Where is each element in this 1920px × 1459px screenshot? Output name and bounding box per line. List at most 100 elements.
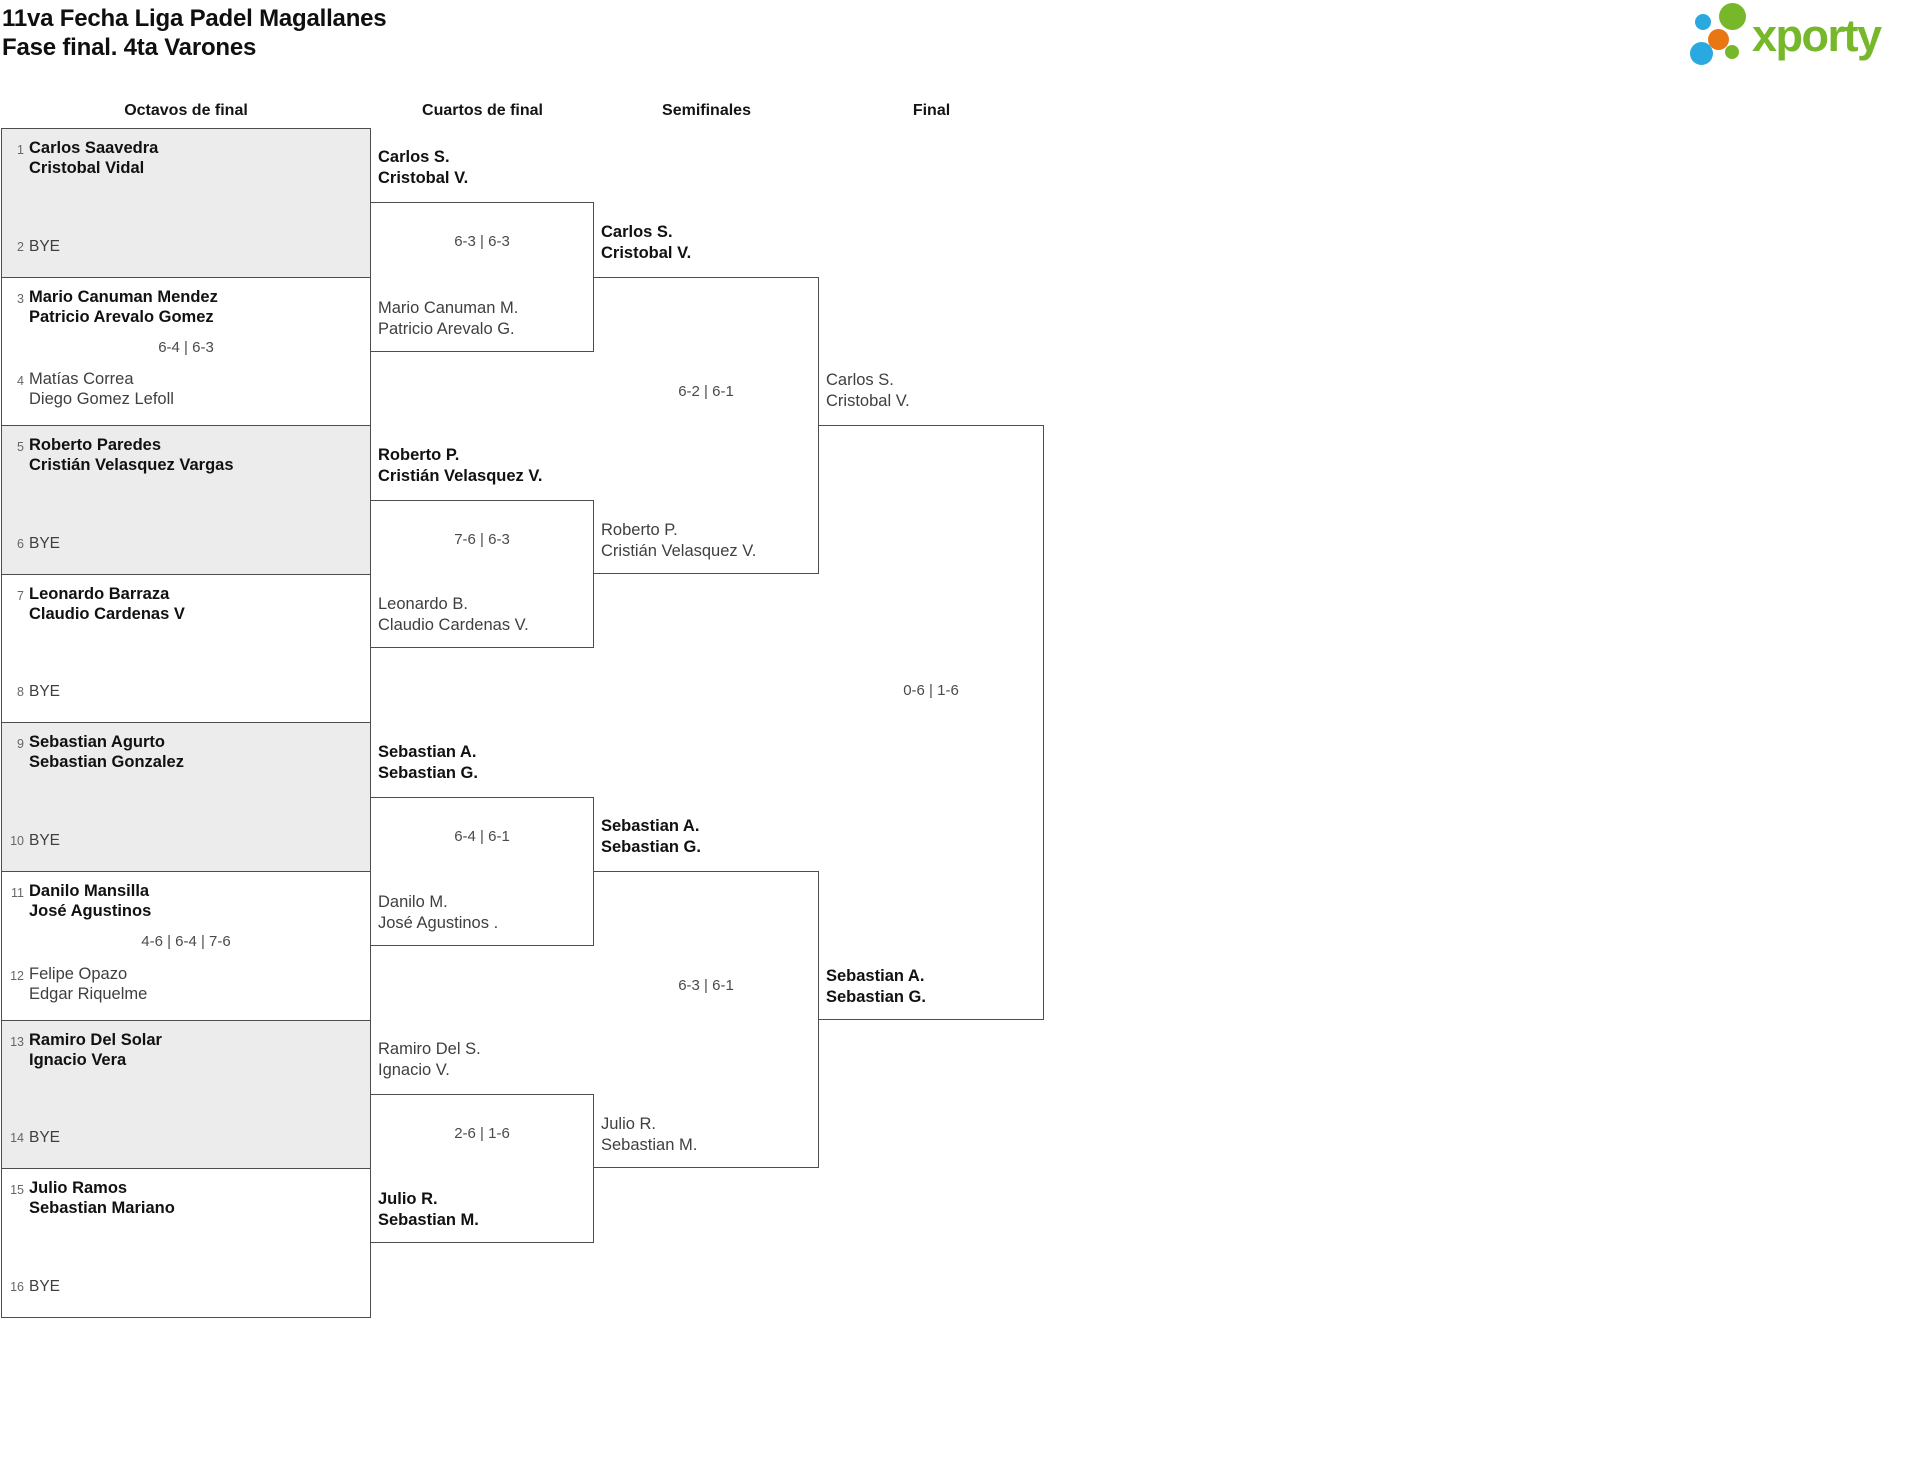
player-name: Cristián Velasquez V.: [378, 467, 543, 485]
player-name: Julio R.: [601, 1115, 657, 1133]
seed-number: 13: [10, 1035, 24, 1049]
bye-row: 14 BYE: [2, 1128, 370, 1148]
player-name: Carlos S.: [826, 371, 894, 389]
seed-number: 10: [10, 834, 24, 848]
match-score: 7-6 | 6-3: [454, 531, 510, 548]
player-name: Diego Gomez Lefoll: [29, 390, 174, 408]
player-name: José Agustinos: [29, 902, 152, 920]
match-score: 6-2 | 6-1: [678, 383, 734, 400]
team-pair: Roberto P. Cristián Velasquez V.: [378, 445, 542, 487]
player-name: Cristobal V.: [601, 244, 692, 262]
player-name: Roberto P.: [378, 446, 460, 464]
page-title-block: 11va Fecha Liga Padel Magallanes Fase fi…: [2, 4, 387, 62]
player-name: Sebastian M.: [378, 1211, 479, 1229]
logo-dot-green-small: [1725, 45, 1739, 59]
player-name: Sebastian Gonzalez: [29, 753, 184, 771]
logo-dot-green-large: [1719, 3, 1746, 30]
player-name: Sebastian A.: [378, 743, 477, 761]
match-score: 2-6 | 1-6: [454, 1125, 510, 1142]
player-name: Ignacio Vera: [29, 1051, 127, 1069]
player-name: Sebastian G.: [826, 988, 926, 1006]
seed-number: 1: [17, 143, 24, 157]
player-name: Sebastian A.: [601, 817, 700, 835]
match-score: 6-4 | 6-3: [158, 339, 214, 356]
match-score: 6-3 | 6-1: [678, 977, 734, 994]
player-name: Danilo Mansilla: [29, 882, 150, 900]
bye-label: BYE: [29, 683, 61, 700]
team-pair: Ramiro Del Solar Ignacio Vera: [29, 1030, 162, 1070]
player-name: Ignacio V.: [378, 1061, 450, 1079]
player-name: Matías Correa: [29, 370, 134, 388]
match-box-cuartos-3: Sebastian A. Sebastian G. 6-4 | 6-1 Dani…: [371, 743, 594, 946]
bye-label: BYE: [29, 1278, 61, 1295]
team-pair: Julio R. Sebastian M.: [601, 1114, 697, 1156]
player-name: Sebastian G.: [601, 838, 701, 856]
match-box-semifinal-1: Carlos S. Cristobal V. 6-2 | 6-1 Roberto…: [594, 223, 819, 574]
player-name: Cristobal Vidal: [29, 159, 145, 177]
player-name: Sebastian A.: [826, 967, 925, 985]
team-pair: Sebastian A. Sebastian G.: [826, 966, 926, 1008]
player-name: Ramiro Del Solar: [29, 1031, 162, 1049]
player-name: Sebastian Mariano: [29, 1199, 175, 1217]
bye-label: BYE: [29, 832, 61, 849]
round-header-cuartos: Cuartos de final: [422, 102, 543, 119]
seed-number: 5: [17, 440, 24, 454]
player-name: Sebastian G.: [378, 764, 478, 782]
match-score: 0-6 | 1-6: [903, 682, 959, 699]
seed-number: 14: [10, 1131, 24, 1145]
tournament-title: 11va Fecha Liga Padel Magallanes: [2, 5, 387, 32]
logo-dot-blue-small: [1695, 14, 1711, 30]
match-box-octavos-8: 15 Julio Ramos Sebastian Mariano 16 BYE: [1, 1168, 371, 1318]
player-name: Carlos S.: [378, 148, 450, 166]
match-box-cuartos-1: Carlos S. Cristobal V. 6-3 | 6-3 Mario C…: [371, 148, 594, 352]
tournament-subtitle: Fase final. 4ta Varones: [2, 34, 257, 61]
team-pair: Sebastian A. Sebastian G.: [378, 742, 478, 784]
player-name: Sebastian M.: [601, 1136, 698, 1154]
seed-number: 15: [10, 1183, 24, 1197]
player-name: Julio Ramos: [29, 1179, 128, 1197]
player-name: Cristobal V.: [826, 392, 910, 410]
team-pair: Ramiro Del S. Ignacio V.: [378, 1039, 481, 1081]
round-header-final: Final: [912, 102, 951, 119]
match-score: 4-6 | 6-4 | 7-6: [141, 933, 231, 950]
bye-label: BYE: [29, 238, 61, 255]
team-pair: Roberto Paredes Cristián Velasquez Varga…: [29, 435, 234, 475]
player-name: José Agustinos .: [378, 914, 499, 932]
match-box-cuartos-4: Ramiro Del S. Ignacio V. 2-6 | 1-6 Julio…: [371, 1040, 594, 1243]
seed-number: 12: [10, 969, 24, 983]
player-name: Cristobal V.: [378, 169, 469, 187]
team-pair: Carlos S. Cristobal V.: [378, 147, 468, 189]
player-name: Patricio Arevalo Gomez: [29, 308, 214, 326]
player-name: Sebastian Agurto: [29, 733, 165, 751]
seed-number: 7: [17, 589, 24, 603]
player-name: Mario Canuman M.: [378, 299, 519, 317]
player-name: Cristián Velasquez V.: [601, 542, 757, 560]
bye-row: 16 BYE: [2, 1277, 370, 1297]
team-pair: Roberto P. Cristián Velasquez V.: [601, 520, 756, 562]
logo-dot-blue-large: [1690, 42, 1713, 65]
bye-row: 8 BYE: [2, 682, 370, 702]
match-box-octavos-6: 11 Danilo Mansilla José Agustinos 4-6 | …: [1, 871, 371, 1021]
match-box-octavos-7: 13 Ramiro Del Solar Ignacio Vera 14 BYE: [1, 1020, 371, 1169]
bye-label: BYE: [29, 1129, 61, 1146]
team-pair: Carlos S. Cristobal V.: [601, 222, 691, 264]
bye-row: 10 BYE: [2, 831, 370, 851]
seed-number: 8: [17, 685, 24, 699]
seed-number: 3: [17, 292, 24, 306]
match-box-octavos-2: 3 Mario Canuman Mendez Patricio Arevalo …: [1, 277, 371, 426]
player-name: Claudio Cardenas V.: [378, 616, 529, 634]
player-name: Felipe Opazo: [29, 965, 128, 983]
player-name: Julio R.: [378, 1190, 438, 1208]
seed-number: 4: [17, 374, 24, 388]
match-box-octavos-1: 1 Carlos Saavedra Cristobal Vidal 2 BYE: [1, 128, 371, 278]
player-name: Leonardo Barraza: [29, 585, 170, 603]
player-name: Carlos Saavedra: [29, 139, 159, 157]
team-pair: Felipe Opazo Edgar Riquelme: [29, 964, 147, 1004]
player-name: Patricio Arevalo G.: [378, 320, 515, 338]
seed-number: 11: [11, 886, 24, 900]
player-name: Leonardo B.: [378, 595, 468, 613]
seed-number: 9: [17, 737, 24, 751]
player-name: Danilo M.: [378, 893, 448, 911]
round-header-semifinales: Semifinales: [662, 102, 751, 119]
